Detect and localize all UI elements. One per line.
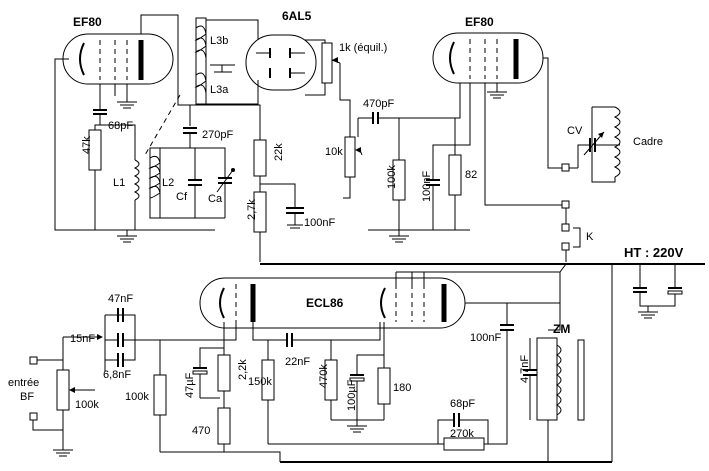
c68n-label: 6,8nF [103, 369, 131, 381]
c100u-label: 100µF [346, 379, 358, 411]
r47k-label: 47k [81, 136, 93, 154]
r82-label: 82 [465, 169, 477, 181]
c47n-label: 47nF [108, 293, 133, 305]
ef80-right-label: EF80 [465, 15, 494, 29]
cf-label: Cf [176, 191, 188, 203]
6al5-label: 6AL5 [282, 9, 312, 23]
ef80-left-label: EF80 [73, 15, 102, 29]
k-label: K [586, 231, 594, 243]
tube-ef80-left [62, 33, 174, 96]
c68p-b-label: 68pF [450, 398, 475, 410]
r150k-label: 150k [248, 376, 272, 388]
r22k-b-label: 2,2k [237, 359, 249, 380]
r27k-label: 2,7k [246, 199, 258, 220]
c100n-c-label: 100nF [470, 332, 501, 344]
c270-label: 270pF [202, 129, 233, 141]
c100n-b-label: 100nF [421, 171, 433, 202]
cadre-label: Cadre [633, 136, 663, 148]
r470k-label: 470k [318, 364, 330, 388]
r100k-b-label: 100k [125, 391, 149, 403]
ground-ef80-left [117, 96, 137, 109]
r-equil-label: 1k (équil.) [339, 42, 387, 54]
bf-label: BF [20, 391, 34, 403]
c470p-label: 470pF [363, 98, 394, 110]
c47n-b-label: 4,7nF [519, 355, 531, 383]
ca-label: Ca [208, 193, 223, 205]
coil-l3 [194, 17, 235, 105]
r22k-label: 22k [273, 143, 285, 161]
c15n-label: 15nF [70, 333, 95, 345]
c22n-label: 22nF [285, 356, 310, 368]
c68-top-label: 68pF [108, 120, 133, 132]
entree-label: entrée [8, 377, 39, 389]
c47u-label: 47µF [184, 372, 196, 398]
l3b-label: L3b [210, 35, 228, 47]
l1-label: L1 [113, 177, 125, 189]
ground-ecl86 [347, 420, 367, 433]
ht-label: HT : 220V [624, 245, 684, 260]
ground-right-mid [389, 230, 409, 243]
tube-ef80-right [432, 32, 544, 100]
cv-label: CV [567, 125, 583, 137]
ground-left-main [117, 230, 137, 243]
r100k-a-label: 100k [386, 165, 398, 189]
ground-input [53, 446, 73, 457]
r180-label: 180 [393, 382, 411, 394]
r270k-label: 270k [450, 428, 474, 440]
l2-label: L2 [162, 177, 174, 189]
r10k-label: 10k [325, 146, 343, 158]
tube-ecl86 [199, 271, 560, 329]
ecl86-label: ECL86 [306, 296, 344, 310]
zm-label: ZM [553, 322, 570, 336]
tube-6al5 [245, 34, 317, 91]
c100n-a-label: 100nF [304, 217, 335, 229]
r470-label: 470 [192, 425, 210, 437]
r100k-vol-label: 100k [75, 399, 99, 411]
ground-ef80-right [487, 91, 507, 99]
l3a-label: L3a [210, 84, 229, 96]
